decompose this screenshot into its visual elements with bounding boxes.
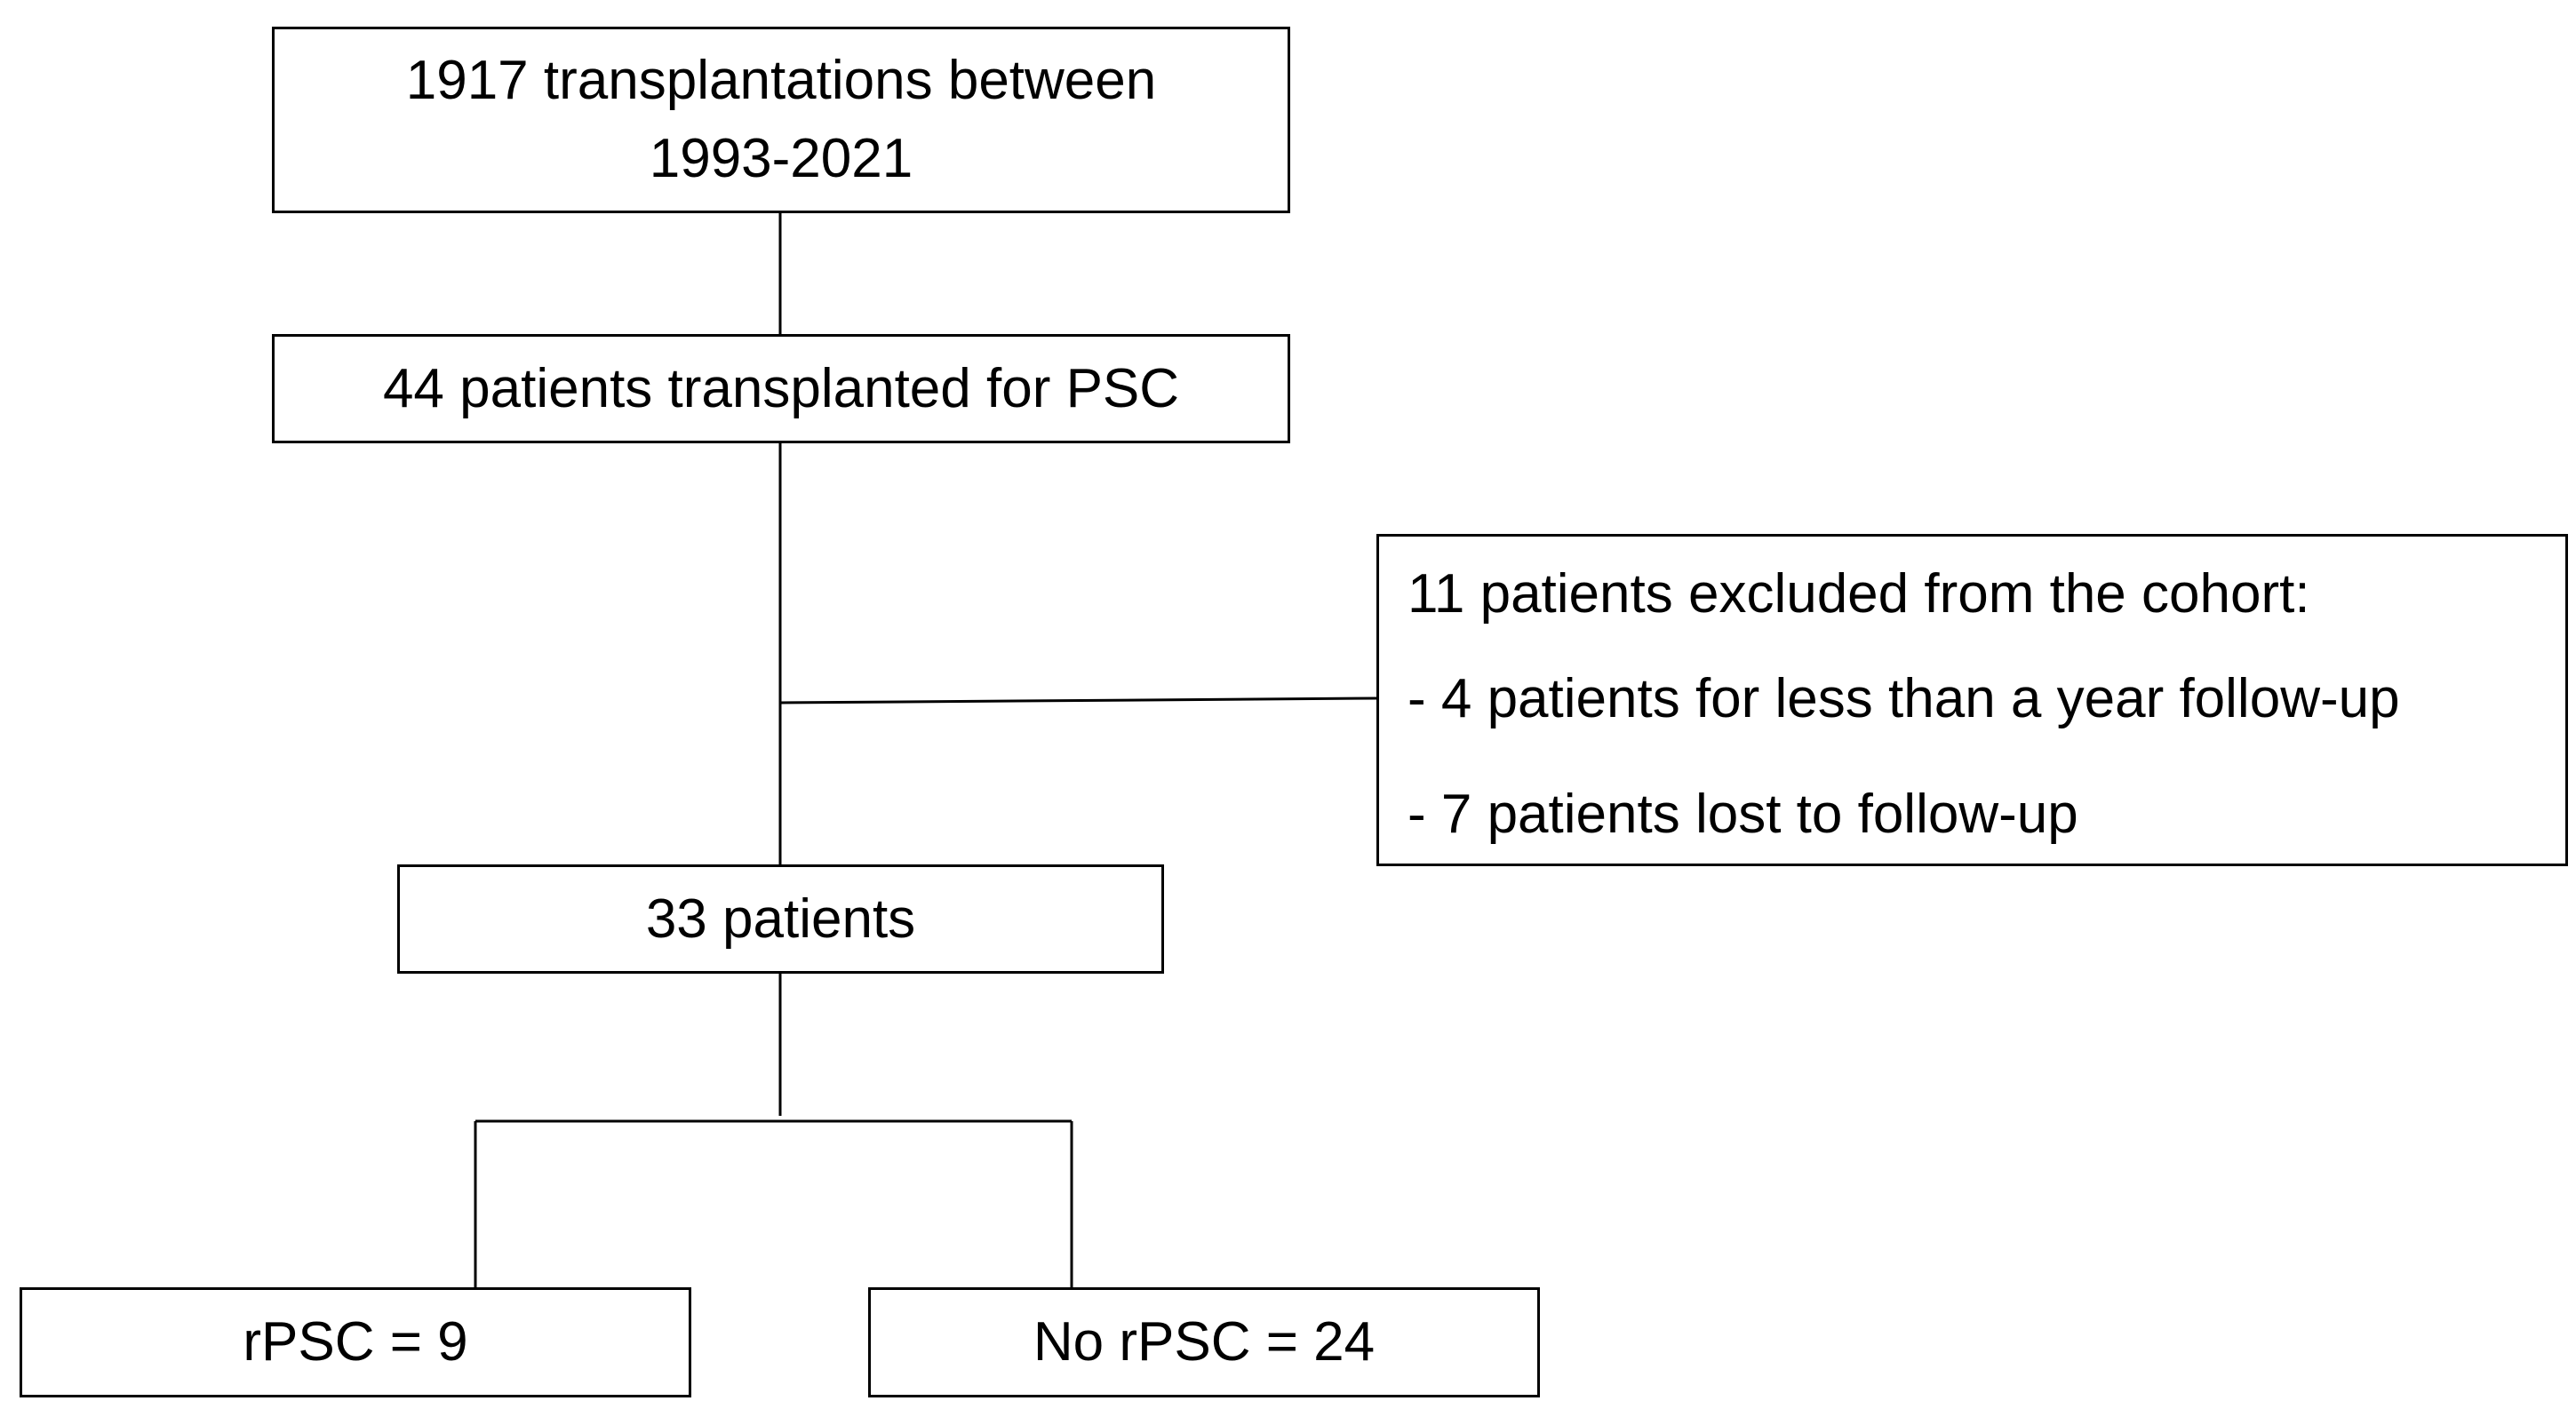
psc-patients-box: 44 patients transplanted for PSC [272, 334, 1290, 443]
rpsc-box: rPSC = 9 [20, 1287, 691, 1397]
psc-patients-text: 44 patients transplanted for PSC [382, 357, 1180, 419]
total-transplantations-box: 1917 transplantations between 1993-2021 [272, 27, 1290, 213]
rpsc-text: rPSC = 9 [243, 1311, 468, 1373]
excluded-reason-lost: - 7 patients lost to follow-up [1408, 784, 2078, 845]
excluded-heading: 11 patients excluded from the cohort: [1408, 563, 2310, 625]
no-rpsc-text: No rPSC = 24 [1033, 1311, 1376, 1373]
excluded-patients-box: 11 patients excluded from the cohort: - … [1376, 534, 2568, 866]
total-line-2: 1993-2021 [649, 128, 913, 189]
cohort-text: 33 patients [645, 888, 916, 950]
cohort-box: 33 patients [397, 864, 1164, 974]
total-line-1: 1917 transplantations between [405, 50, 1157, 111]
connector-to-exclusion [779, 697, 1377, 704]
no-rpsc-box: No rPSC = 24 [868, 1287, 1540, 1397]
total-transplantations-text: 1917 transplantations between 1993-2021 [406, 42, 1157, 198]
excluded-reason-followup-short: - 4 patients for less than a year follow… [1408, 668, 2400, 729]
